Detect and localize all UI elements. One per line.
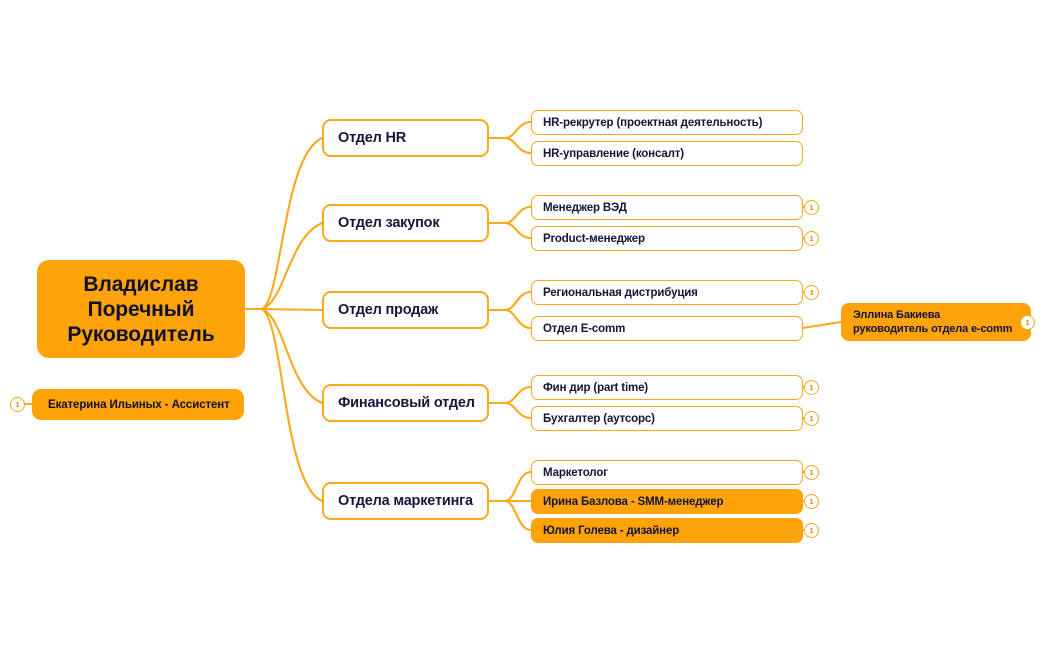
leaf-badge-product-manager[interactable]: 1 — [804, 231, 819, 246]
leaf-node-ved-manager-label: Менеджер ВЭД — [543, 201, 627, 214]
leaf-badge-finance-director[interactable]: 1 — [804, 380, 819, 395]
root-node-label: Владислав Поречный Руководитель — [67, 272, 215, 346]
connector-hr-leaf-2 — [503, 136, 533, 155]
connector-root-to-marketing — [260, 307, 324, 503]
leaf-node-hr-recruiter[interactable]: HR-рекрутер (проектная деятельность) — [531, 110, 803, 135]
connector-purchasing-leaf-1 — [503, 205, 533, 225]
assistant-badge[interactable]: 1 — [10, 397, 25, 412]
leaf-node-hr-recruiter-label: HR-рекрутер (проектная деятельность) — [543, 116, 763, 129]
assistant-node[interactable]: Екатерина Ильиных - Ассистент — [32, 389, 244, 420]
leaf-node-hr-management-label: HR-управление (консалт) — [543, 147, 684, 160]
connector-finance-leaf-1 — [503, 385, 533, 405]
dept-node-finance-label: Финансовый отдел — [338, 395, 475, 411]
connector-marketing-leaf-1 — [503, 470, 533, 503]
dept-node-sales[interactable]: Отдел продаж — [322, 291, 489, 329]
connector-root-to-hr — [260, 136, 324, 311]
leaf-badge-regional-distribution[interactable]: 3 — [804, 285, 819, 300]
leaf-node-hr-management[interactable]: HR-управление (консалт) — [531, 141, 803, 166]
dept-node-marketing[interactable]: Отдела маркетинга — [322, 482, 489, 520]
connector-finance-leaf-2 — [503, 401, 533, 420]
leaf-node-designer-label: Юлия Голева - дизайнер — [543, 524, 680, 537]
connector-sales-leaf-1 — [503, 290, 533, 312]
leaf-node-smm-manager[interactable]: Ирина Базлова - SMM-менеджер — [531, 489, 803, 514]
leaf-node-regional-distribution[interactable]: Региональная дистрибуция — [531, 280, 803, 305]
leaf-node-smm-manager-label: Ирина Базлова - SMM-менеджер — [543, 495, 724, 508]
root-node[interactable]: Владислав Поречный Руководитель — [37, 260, 245, 358]
connector-sales-leaf-2 — [503, 308, 533, 330]
leaf-node-accountant[interactable]: Бухгалтер (аутсорс) — [531, 406, 803, 431]
subnode-ecomm-head-badge[interactable]: 1 — [1020, 315, 1035, 330]
leaf-badge-designer[interactable]: 1 — [804, 523, 819, 538]
subnode-ecomm-head[interactable]: Эллина Бакиева руководитель отдела e-com… — [841, 303, 1031, 341]
dept-node-hr[interactable]: Отдел HR — [322, 119, 489, 157]
leaf-badge-accountant[interactable]: 1 — [804, 411, 819, 426]
subnode-ecomm-head-label: Эллина Бакиева руководитель отдела e-com… — [853, 309, 1013, 335]
leaf-node-finance-director-label: Фин дир (part time) — [543, 381, 648, 394]
dept-node-finance[interactable]: Финансовый отдел — [322, 384, 489, 422]
connector-root-to-sales — [260, 307, 324, 312]
dept-node-hr-label: Отдел HR — [338, 130, 407, 146]
leaf-badge-smm-manager[interactable]: 1 — [804, 494, 819, 509]
connector-hr-leaf-1 — [503, 120, 533, 140]
connector-purchasing-leaf-2 — [503, 221, 533, 240]
leaf-node-finance-director[interactable]: Фин дир (part time) — [531, 375, 803, 400]
dept-node-purchasing-label: Отдел закупок — [338, 215, 440, 231]
connector-ecomm-to-subnode — [801, 320, 843, 330]
leaf-badge-ved-manager[interactable]: 1 — [804, 200, 819, 215]
dept-node-sales-label: Отдел продаж — [338, 302, 439, 318]
leaf-badge-marketer[interactable]: 1 — [804, 465, 819, 480]
leaf-node-product-manager-label: Product-менеджер — [543, 232, 645, 245]
leaf-node-marketer-label: Маркетолог — [543, 466, 608, 479]
dept-node-purchasing[interactable]: Отдел закупок — [322, 204, 489, 242]
connector-root-to-finance — [260, 307, 324, 405]
connector-root-to-purchasing — [260, 221, 324, 311]
connector-marketing-leaf-3 — [503, 499, 533, 532]
leaf-node-regional-distribution-label: Региональная дистрибуция — [543, 286, 698, 299]
leaf-node-ved-manager[interactable]: Менеджер ВЭД — [531, 195, 803, 220]
dept-node-marketing-label: Отдела маркетинга — [338, 493, 473, 509]
leaf-node-accountant-label: Бухгалтер (аутсорс) — [543, 412, 655, 425]
leaf-node-ecomm-department-label: Отдел E-comm — [543, 322, 626, 335]
assistant-node-label: Екатерина Ильиных - Ассистент — [48, 398, 230, 411]
leaf-node-ecomm-department[interactable]: Отдел E-comm — [531, 316, 803, 341]
leaf-node-product-manager[interactable]: Product-менеджер — [531, 226, 803, 251]
leaf-node-marketer[interactable]: Маркетолог — [531, 460, 803, 485]
leaf-node-designer[interactable]: Юлия Голева - дизайнер — [531, 518, 803, 543]
